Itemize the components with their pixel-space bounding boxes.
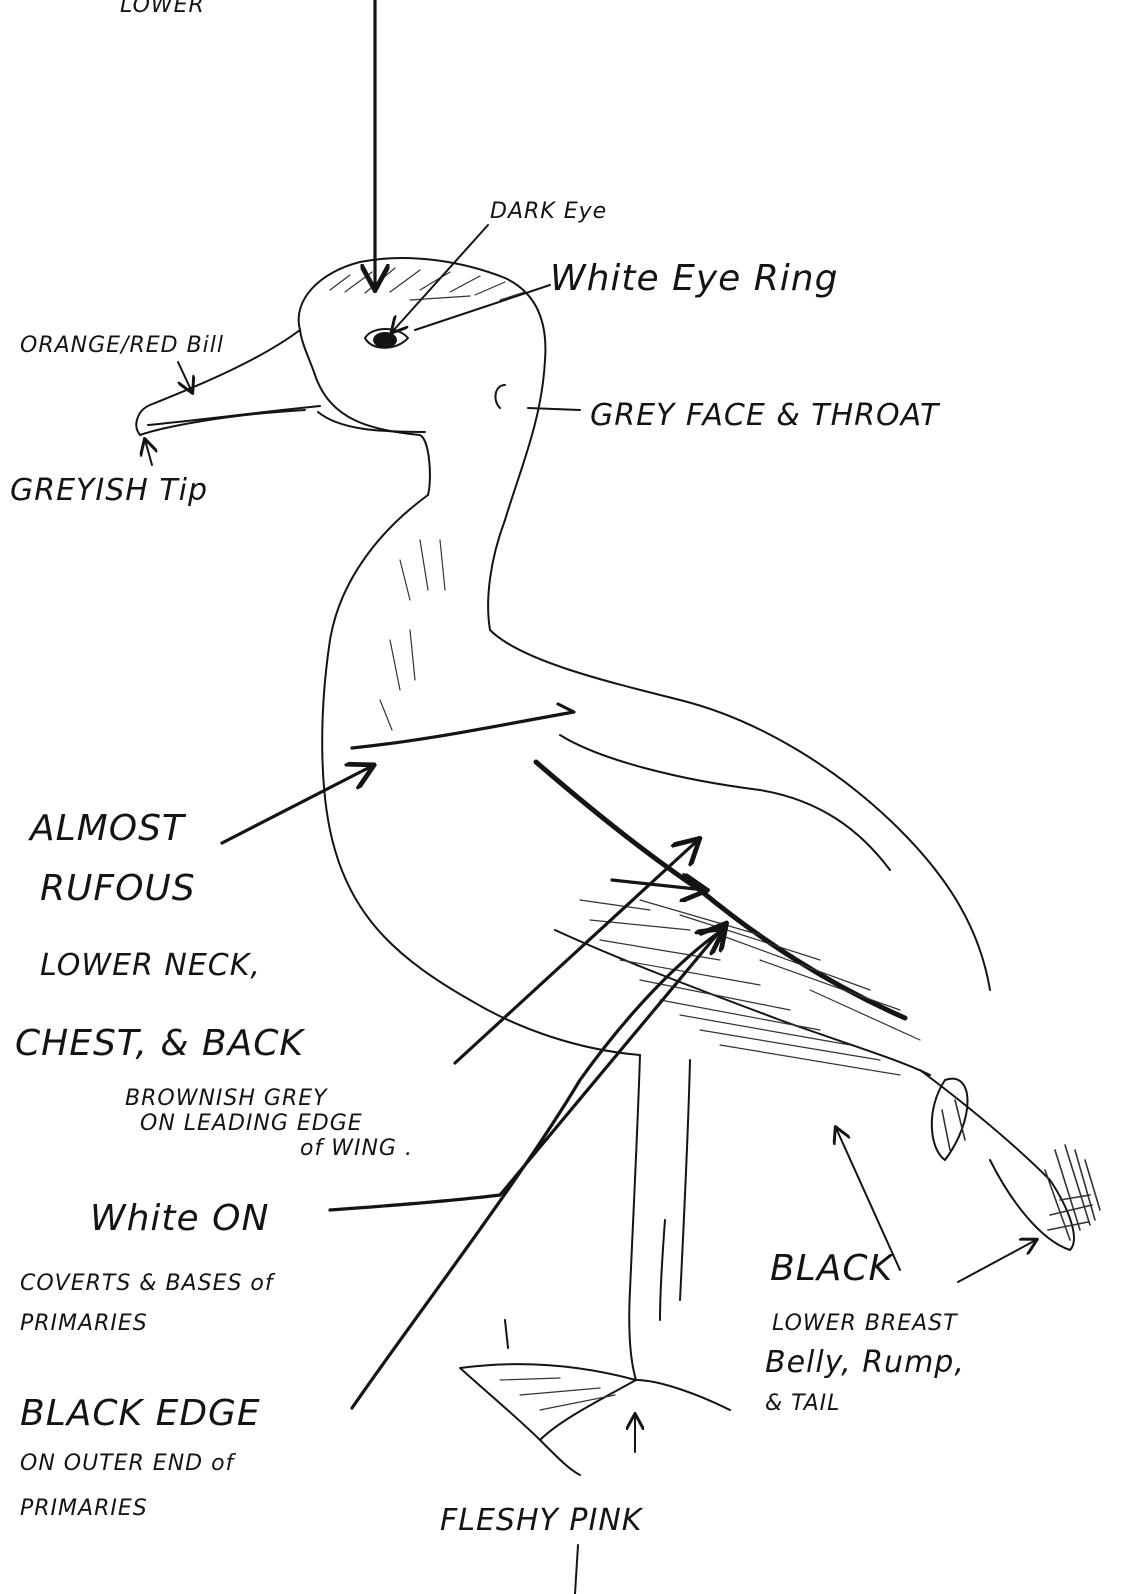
label-white-on-1: White ON bbox=[90, 1198, 269, 1239]
label-black-belly-4: & TAIL bbox=[765, 1391, 840, 1416]
label-rufous-1: ALMOST bbox=[28, 808, 187, 849]
label-dark-eye: DARK Eye bbox=[490, 199, 607, 224]
wing-upper-edge bbox=[560, 735, 890, 870]
label-brownish-2: ON LEADING EDGE bbox=[140, 1111, 363, 1136]
label-rufous-3: LOWER NECK, bbox=[40, 948, 261, 983]
bill-gape bbox=[148, 406, 320, 425]
dark-eye-pointer bbox=[392, 225, 488, 332]
leg-front bbox=[629, 1055, 640, 1380]
head-shading bbox=[330, 268, 525, 300]
label-brownish-1: BROWNISH GREY bbox=[125, 1086, 328, 1111]
foot-web bbox=[460, 1364, 636, 1440]
label-rufous-4: CHEST, & BACK bbox=[15, 1023, 305, 1064]
label-white-on-3: PRIMARIES bbox=[20, 1311, 148, 1336]
bill-pointer bbox=[178, 362, 192, 392]
label-rufous-2: RUFOUS bbox=[40, 868, 196, 909]
label-bill: ORANGE/RED Bill bbox=[20, 333, 224, 358]
label-fleshy-pink: FLESHY PINK bbox=[440, 1503, 644, 1538]
label-black-belly-1: BLACK bbox=[770, 1248, 895, 1289]
neck-shading bbox=[380, 540, 445, 730]
label-greyish-tip: GREYISH Tip bbox=[10, 473, 208, 508]
bird-drawing bbox=[136, 258, 1100, 1475]
foot-claw bbox=[505, 1320, 508, 1348]
label-white-on-2: COVERTS & BASES of bbox=[20, 1271, 276, 1296]
face-line bbox=[315, 375, 430, 495]
tip-pointer bbox=[145, 440, 152, 465]
tail-outline bbox=[920, 1070, 1074, 1250]
label-white-eye-ring: White Eye Ring bbox=[550, 258, 838, 299]
label-black-belly-2: LOWER BREAST bbox=[772, 1311, 958, 1336]
leg-back bbox=[680, 1060, 690, 1300]
foot-toe-mid bbox=[540, 1440, 580, 1475]
rufous-arrow-1 bbox=[222, 766, 372, 843]
eye bbox=[373, 332, 397, 348]
throat-mark bbox=[495, 385, 505, 408]
label-black-edge-2: ON OUTER END of bbox=[20, 1451, 237, 1476]
chin-line bbox=[318, 412, 425, 432]
annotation-labels: LOWER DARK Eye White Eye Ring ORANGE/RED… bbox=[10, 0, 965, 1538]
label-black-belly-3: Belly, Rump, bbox=[765, 1345, 965, 1380]
fleshy-pink-bottom-line bbox=[575, 1545, 578, 1594]
black-belly-arrow-2 bbox=[958, 1240, 1036, 1282]
label-grey-face: GREY FACE & THROAT bbox=[590, 398, 941, 433]
face-pointer bbox=[528, 408, 580, 410]
foot-toe-front bbox=[636, 1380, 730, 1410]
tail-shading bbox=[942, 1100, 1100, 1240]
rufous-arrow-2 bbox=[352, 704, 574, 748]
neck-front bbox=[322, 495, 640, 1055]
brownish-arrow-1 bbox=[455, 840, 698, 1063]
label-black-edge-1: BLACK EDGE bbox=[20, 1393, 261, 1434]
wing-leading-edge bbox=[536, 762, 905, 1018]
foot-shading bbox=[500, 1378, 615, 1410]
leg-inner bbox=[660, 1220, 665, 1320]
label-brownish-3: of WING . bbox=[300, 1136, 413, 1161]
label-top-partial: LOWER bbox=[120, 0, 205, 18]
label-black-edge-3: PRIMARIES bbox=[20, 1496, 148, 1521]
